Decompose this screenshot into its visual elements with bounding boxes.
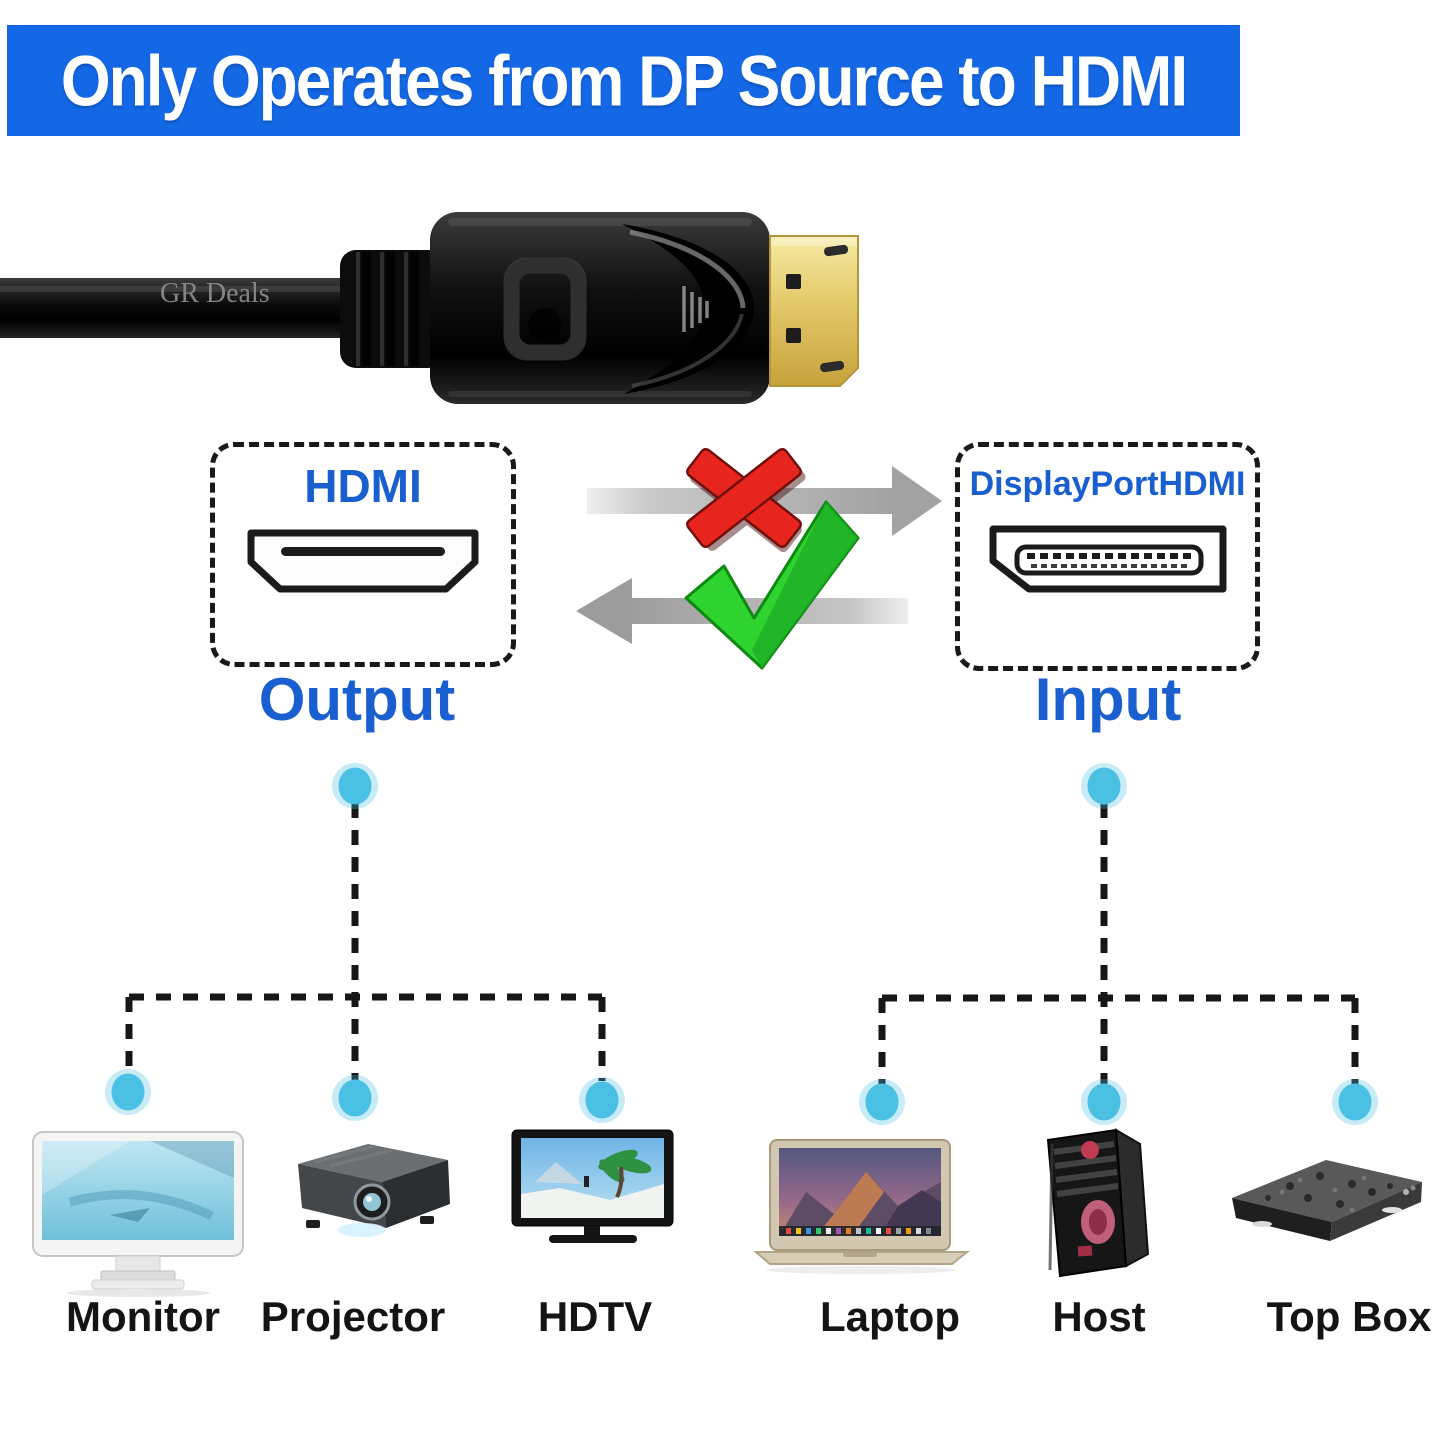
d-logo-emboss xyxy=(504,258,586,360)
dp-cable-photo: GR Deals xyxy=(0,212,859,404)
device-label-projector: Projector xyxy=(260,1293,446,1340)
top-box-image xyxy=(1232,1160,1422,1241)
connection-dot xyxy=(338,1079,372,1117)
monitor-image xyxy=(32,1131,244,1297)
connection-dot xyxy=(1087,767,1121,805)
connector-beak-shadow xyxy=(622,224,754,394)
device-label-host: Host xyxy=(1052,1293,1146,1340)
device-row xyxy=(32,1128,1422,1297)
projector-image xyxy=(298,1144,450,1237)
device-label-topbox: Top Box xyxy=(1266,1293,1432,1340)
watermark: GR Deals xyxy=(160,278,270,309)
displayport-port-icon xyxy=(989,525,1226,593)
strain-relief xyxy=(340,250,444,368)
connection-trees xyxy=(105,763,1378,1125)
hdmi-label: HDMI xyxy=(304,460,422,512)
grip-chevrons xyxy=(682,286,709,332)
connection-dot xyxy=(1087,1083,1121,1121)
green-check-icon xyxy=(684,500,860,670)
output-box: HDMI xyxy=(210,442,516,667)
direction-arrows xyxy=(576,447,942,670)
device-label-hdtv: HDTV xyxy=(537,1293,653,1340)
dp-connector-body xyxy=(430,212,770,404)
gold-plug-tip xyxy=(769,235,859,387)
connection-dot xyxy=(585,1081,619,1119)
connection-dot xyxy=(338,767,372,805)
connection-dot xyxy=(1338,1083,1372,1121)
host-pc-image xyxy=(1046,1128,1150,1278)
device-label-laptop: Laptop xyxy=(820,1293,960,1340)
connection-dot xyxy=(865,1083,899,1121)
banner: Only Operates from DP Source to HDMI xyxy=(7,25,1240,136)
displayport-label: DisplayPortHDMI xyxy=(969,465,1246,503)
input-box: DisplayPortHDMI xyxy=(955,442,1260,671)
banner-title: Only Operates from DP Source to HDMI xyxy=(60,40,1188,121)
output-tree-lines xyxy=(125,803,606,1081)
red-cross-icon xyxy=(686,447,806,553)
input-caption: Input xyxy=(1034,666,1182,733)
cable-wire xyxy=(0,278,372,338)
device-label-monitor: Monitor xyxy=(66,1293,220,1340)
output-caption: Output xyxy=(258,666,456,733)
hdmi-port-icon xyxy=(247,529,479,593)
hdtv-image xyxy=(511,1129,674,1243)
connection-dots xyxy=(105,763,1378,1125)
connection-dot xyxy=(111,1073,145,1111)
input-tree-lines xyxy=(878,803,1359,1085)
laptop-image xyxy=(753,1139,970,1274)
